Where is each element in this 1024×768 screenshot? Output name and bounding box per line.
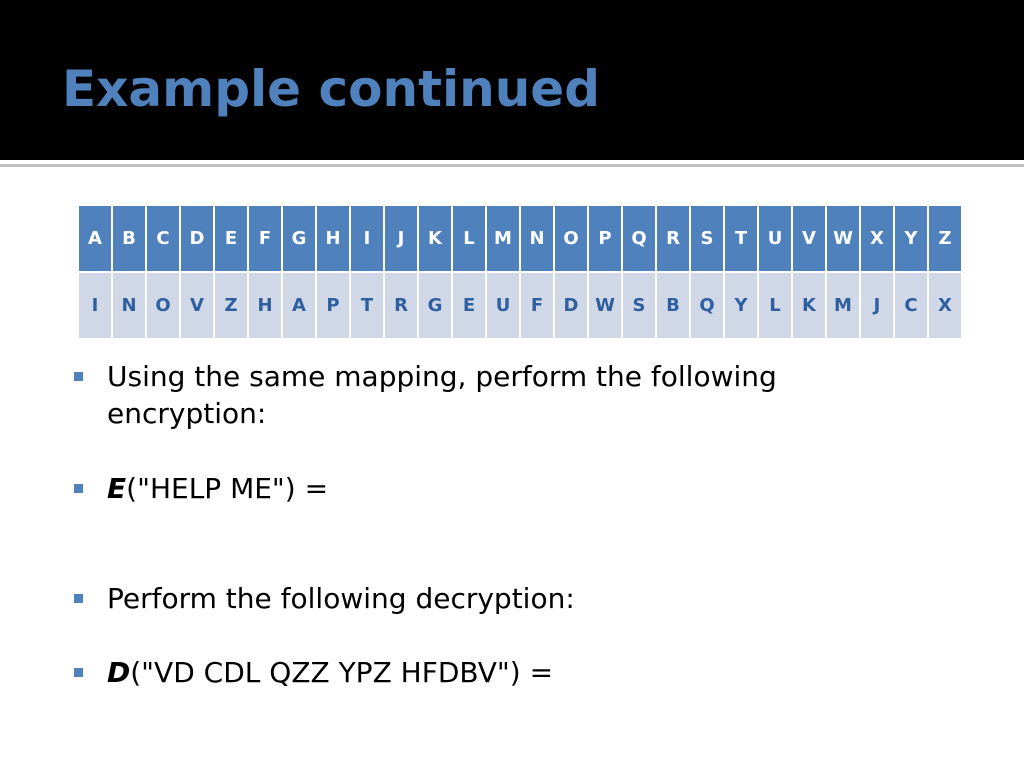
plaintext-letter-cell: N — [521, 206, 553, 271]
ciphertext-letter-cell: G — [419, 273, 451, 338]
bullet-text-content: ("VD CDL QZZ YPZ HFDBV") = — [130, 656, 554, 689]
ciphertext-letter-cell: A — [283, 273, 315, 338]
bullet-square-icon — [74, 594, 83, 603]
plaintext-letter-cell: J — [385, 206, 417, 271]
bullet-square-icon — [74, 372, 83, 381]
ciphertext-letter-cell: J — [861, 273, 893, 338]
plaintext-letter-cell: F — [249, 206, 281, 271]
function-symbol: E — [107, 472, 127, 505]
ciphertext-letter-cell: Z — [215, 273, 247, 338]
plaintext-letter-cell: B — [113, 206, 145, 271]
plaintext-letter-cell: Q — [623, 206, 655, 271]
bullet-square-icon — [74, 668, 83, 677]
plaintext-letter-cell: R — [657, 206, 689, 271]
plaintext-letter-cell: V — [793, 206, 825, 271]
plaintext-letter-cell: O — [555, 206, 587, 271]
ciphertext-letter-cell: X — [929, 273, 961, 338]
plaintext-letter-cell: I — [351, 206, 383, 271]
plaintext-letter-cell: L — [453, 206, 485, 271]
ciphertext-letter-cell: P — [317, 273, 349, 338]
plaintext-letter-cell: X — [861, 206, 893, 271]
ciphertext-letter-cell: T — [351, 273, 383, 338]
bullet-text-content: ("HELP ME") = — [126, 472, 329, 505]
bullet-text: Perform the following decryption: — [107, 580, 927, 617]
bullet-text: E("HELP ME") = — [107, 470, 927, 507]
bullet-text: Using the same mapping, perform the foll… — [107, 358, 927, 432]
ciphertext-letter-cell: C — [895, 273, 927, 338]
ciphertext-letter-cell: F — [521, 273, 553, 338]
title-band: Example continued — [0, 0, 1024, 160]
plaintext-letter-cell: D — [181, 206, 213, 271]
ciphertext-letter-cell: U — [487, 273, 519, 338]
ciphertext-letter-cell: B — [657, 273, 689, 338]
ciphertext-letter-cell: H — [249, 273, 281, 338]
ciphertext-letter-cell: D — [555, 273, 587, 338]
plaintext-letter-cell: C — [147, 206, 179, 271]
plaintext-letter-cell: Y — [895, 206, 927, 271]
plaintext-letter-cell: P — [589, 206, 621, 271]
ciphertext-letter-cell: M — [827, 273, 859, 338]
ciphertext-letter-cell: Y — [725, 273, 757, 338]
bullet-square-icon — [74, 484, 83, 493]
title-divider — [0, 164, 1024, 167]
ciphertext-letter-cell: N — [113, 273, 145, 338]
plaintext-letter-cell: A — [79, 206, 111, 271]
ciphertext-letter-cell: R — [385, 273, 417, 338]
slide-title: Example continued — [62, 60, 601, 118]
title-divider-gap — [0, 160, 1024, 164]
ciphertext-letter-cell: E — [453, 273, 485, 338]
ciphertext-letter-cell: O — [147, 273, 179, 338]
plaintext-letter-cell: K — [419, 206, 451, 271]
plaintext-letter-cell: S — [691, 206, 723, 271]
ciphertext-letter-cell: S — [623, 273, 655, 338]
plaintext-letter-cell: T — [725, 206, 757, 271]
plaintext-letter-cell: M — [487, 206, 519, 271]
ciphertext-letter-cell: Q — [691, 273, 723, 338]
function-symbol: D — [107, 656, 131, 689]
bullet-text-content: Perform the following decryption: — [107, 582, 575, 615]
ciphertext-letter-cell: L — [759, 273, 791, 338]
plaintext-letter-cell: U — [759, 206, 791, 271]
plaintext-letter-cell: H — [317, 206, 349, 271]
ciphertext-letter-cell: K — [793, 273, 825, 338]
plaintext-letter-cell: G — [283, 206, 315, 271]
plaintext-letter-cell: E — [215, 206, 247, 271]
ciphertext-letter-cell: W — [589, 273, 621, 338]
ciphertext-letter-cell: I — [79, 273, 111, 338]
bullet-text: D("VD CDL QZZ YPZ HFDBV") = — [107, 654, 927, 691]
plaintext-letter-cell: W — [827, 206, 859, 271]
ciphertext-letter-cell: V — [181, 273, 213, 338]
plaintext-letter-cell: Z — [929, 206, 961, 271]
bullet-text-content: Using the same mapping, perform the foll… — [107, 360, 777, 430]
